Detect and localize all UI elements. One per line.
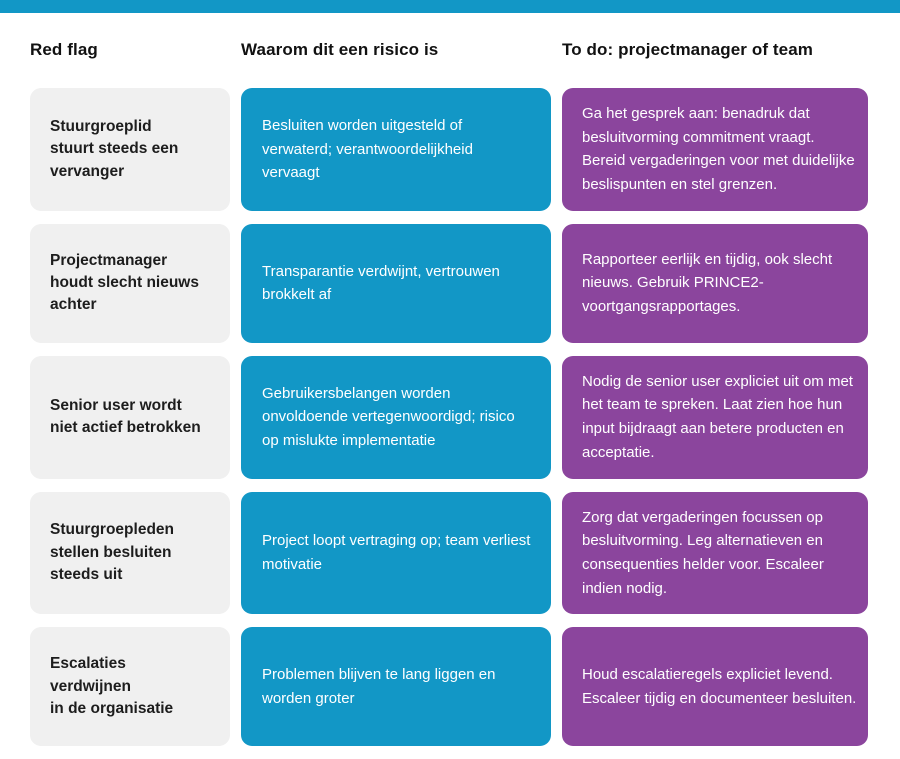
table-row: Projectmanager houdt slecht nieuws achte… [30,223,868,343]
red-flag-cell: Projectmanager houdt slecht nieuws achte… [30,223,230,343]
table-row: Senior user wordt niet actief betrokken … [30,355,868,479]
column-header-to-do: To do: projectmanager of team [562,40,814,59]
red-flag-cell: Senior user wordt niet actief betrokken [30,355,230,479]
todo-cell: Zorg dat vergaderingen focussen op beslu… [562,491,868,615]
risk-cell: Transparantie verdwijnt, vertrouwen brok… [241,223,551,343]
red-flag-cell: Stuurgroeplid stuurt steeds een vervange… [30,88,230,211]
todo-cell: Nodig de senior user expliciet uit om me… [562,355,868,479]
todo-cell: Ga het gesprek aan: benadruk dat besluit… [562,88,868,211]
infographic-table: Red flag Waarom dit een risico is To do:… [0,40,900,747]
column-header-red-flag: Red flag [30,40,98,59]
red-flag-cell: Escalaties verdwijnen in de organisatie [30,627,230,747]
top-accent-bar [0,0,900,13]
red-flag-cell: Stuurgroepleden stellen besluiten steeds… [30,491,230,615]
risk-cell: Besluiten worden uitgesteld of verwaterd… [241,88,551,211]
risk-cell: Project loopt vertraging op; team verlie… [241,491,551,615]
todo-cell: Rapporteer eerlijk en tijdig, ook slecht… [562,223,868,343]
table-row: Stuurgroepleden stellen besluiten steeds… [30,491,868,615]
todo-cell: Houd escalatieregels expliciet levend. E… [562,627,868,747]
risk-cell: Problemen blijven te lang liggen en word… [241,627,551,747]
table-row: Escalaties verdwijnen in de organisatie … [30,627,868,747]
table-header-row: Red flag Waarom dit een risico is To do:… [30,40,868,60]
column-header-why-risk: Waarom dit een risico is [241,40,439,59]
table-row: Stuurgroeplid stuurt steeds een vervange… [30,88,868,211]
risk-cell: Gebruikersbelangen worden onvoldoende ve… [241,355,551,479]
